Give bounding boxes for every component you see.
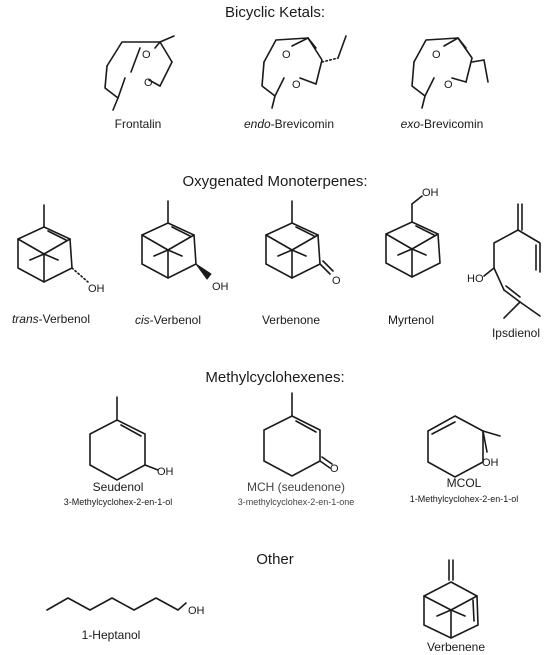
trans-verbenol-label: trans-Verbenol [12, 312, 90, 326]
ipsdienol-label: Ipsdienol [491, 326, 541, 340]
myrtenol-structure: OH [385, 187, 441, 278]
ipsdienol-structure: HO [467, 203, 541, 319]
exo-brevicomin-label: exo-Brevicomin [401, 117, 484, 131]
section-title-bicyclic-ketals: Bicyclic Ketals: [224, 4, 326, 21]
trans-verbenol-structure: OH [17, 204, 105, 295]
endo-brevicomin-oxygen-1: O [282, 49, 291, 61]
verbenene-structure [423, 559, 479, 639]
verbenone-label: Verbenone [261, 313, 321, 327]
mch-iupac: 3-methylcyclohex-2-en-1-one [237, 497, 355, 507]
heptanol-label: 1-Heptanol [81, 628, 141, 642]
cis-verbenol-structure: OH [141, 200, 229, 293]
section-title-methylcyclohexenes: Methylcyclohexenes: [205, 369, 345, 386]
trans-prefix: trans [11, 312, 39, 326]
endo-suffix: -Brevicomin [270, 117, 335, 131]
seudenol-label: Seudenol [92, 480, 144, 494]
cis-verbenol-label: cis-Verbenol [135, 313, 201, 327]
mcol-structure: OH [427, 415, 501, 478]
mch-label: MCH (seudenone) [246, 480, 346, 494]
mcol-hydroxyl: OH [482, 457, 499, 469]
frontalin-oxygen-1: O [142, 49, 151, 61]
heptanol-hydroxyl: OH [188, 605, 205, 617]
exo-brevicomin-oxygen-2: O [444, 79, 453, 91]
endo-brevicomin-oxygen-2: O [292, 79, 301, 91]
myrtenol-hydroxyl: OH [422, 187, 439, 199]
cis-verbenol-hydroxyl: OH [212, 281, 229, 293]
endo-brevicomin-label: endo-Brevicomin [244, 117, 334, 131]
myrtenol-label: Myrtenol [387, 313, 435, 327]
exo-brevicomin-oxygen-1: O [432, 49, 441, 61]
seudenol-hydroxyl: OH [157, 466, 174, 478]
heptanol-structure: OH [46, 597, 205, 617]
cis-prefix: cis [134, 313, 150, 327]
trans-verbenol-hydroxyl: OH [88, 283, 105, 295]
endo-brevicomin-structure: O O [261, 35, 347, 109]
seudenol-iupac: 3-Methylcyclohex-2-en-1-ol [63, 497, 173, 507]
exo-suffix: -Brevicomin [420, 117, 484, 131]
frontalin-oxygen-2: O [144, 77, 153, 89]
verbenone-oxygen: O [332, 275, 341, 287]
ipsdienol-hydroxyl: HO [467, 273, 484, 285]
trans-suffix: -Verbenol [38, 312, 91, 326]
mch-oxygen: O [330, 463, 339, 475]
verbenone-structure: O [265, 200, 341, 287]
exo-prefix: exo [400, 117, 420, 131]
exo-brevicomin-structure: O O [411, 37, 489, 109]
seudenol-structure: OH [89, 396, 174, 481]
endo-prefix: endo [243, 117, 271, 131]
frontalin-label: Frontalin [114, 117, 162, 131]
mcol-label: MCOL [446, 476, 482, 490]
verbenene-label: Verbenene [426, 640, 486, 654]
section-title-other: Other [256, 551, 294, 568]
section-title-oxygenated-monoterpenes: Oxygenated Monoterpenes: [182, 173, 368, 190]
mcol-iupac: 1-Methylcyclohex-2-en-1-ol [409, 494, 519, 504]
mch-structure: O [263, 392, 339, 477]
frontalin-structure: O O [104, 35, 175, 111]
cis-suffix: -Verbenol [149, 313, 202, 327]
